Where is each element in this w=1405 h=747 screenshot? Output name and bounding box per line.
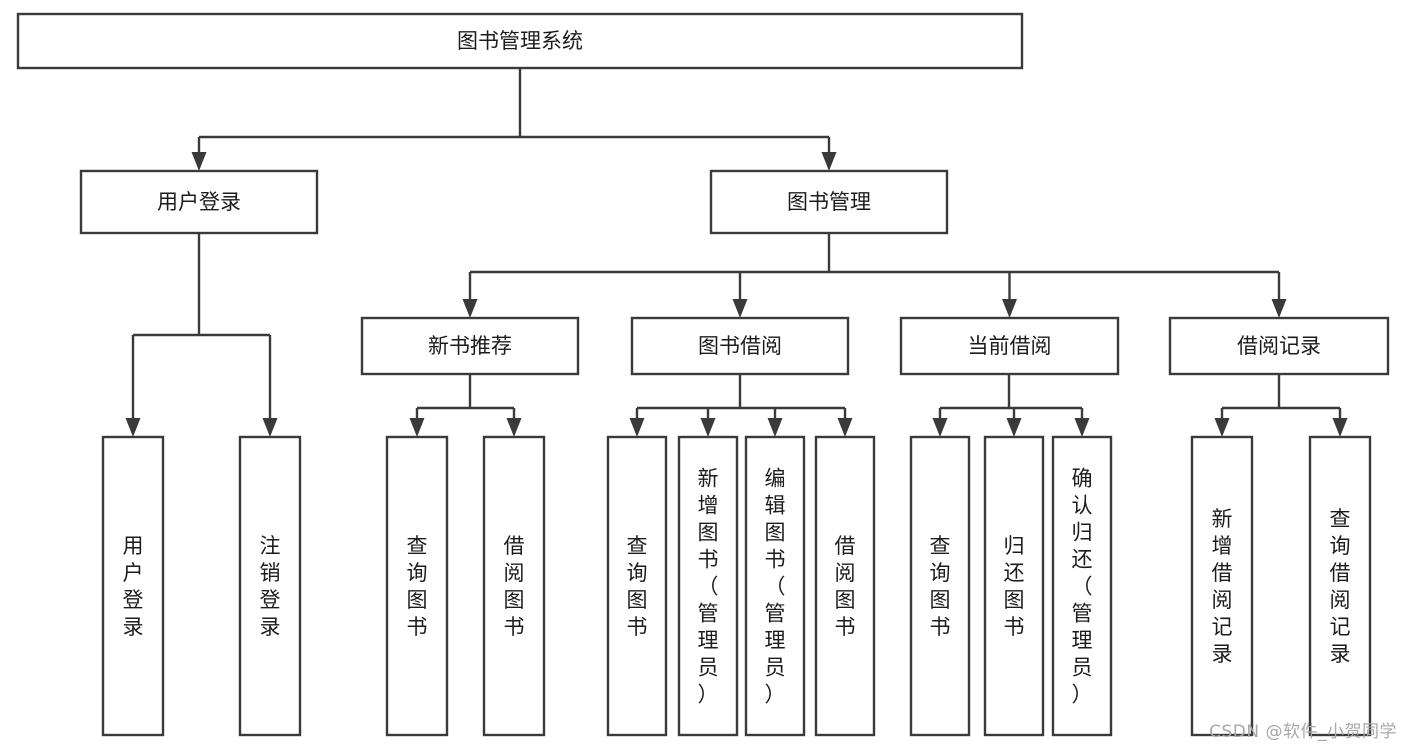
arrow-head-icon — [767, 418, 783, 437]
arrow-head-icon — [1074, 418, 1090, 437]
node-label-leaf-add-borrow-record: 新增借阅记录 — [1212, 507, 1233, 666]
node-label-leaf-user-login: 用户登录 — [123, 534, 144, 639]
node-label-leaf-query-book-bb: 查询图书 — [627, 534, 648, 639]
arrow-head-icon — [409, 418, 425, 437]
nodes-layer: 图书管理系统用户登录图书管理新书推荐图书借阅当前借阅借阅记录用户登录注销登录查询… — [16, 12, 1390, 737]
node-label-leaf-query-book-nbr: 查询图书 — [407, 534, 428, 639]
node-current-borrow[interactable]: 当前借阅 — [899, 316, 1120, 376]
arrow-head-icon — [700, 418, 716, 437]
connector-group-root — [191, 68, 837, 171]
node-label-leaf-borrow-book-bb: 借阅图书 — [835, 534, 856, 639]
node-box-book-management — [709, 169, 949, 235]
node-label-leaf-edit-book-admin: 编辑图书（管理员） — [765, 467, 786, 707]
node-box-user-login — [79, 169, 319, 235]
node-book-borrow[interactable]: 图书借阅 — [630, 316, 850, 376]
node-box-leaf-add-book-admin — [677, 435, 739, 737]
arrow-head-icon — [837, 418, 853, 437]
node-box-undefined — [16, 12, 1024, 70]
node-leaf-query-book-nbr[interactable]: 查询图书 — [385, 435, 449, 737]
node-box-leaf-query-book-nbr — [385, 435, 449, 737]
node-label-undefined: 图书管理系统 — [457, 29, 583, 53]
node-label-leaf-logout: 注销登录 — [260, 534, 281, 639]
node-label-leaf-borrow-book-nbr: 借阅图书 — [504, 534, 525, 639]
node-label-book-management: 图书管理 — [787, 190, 871, 214]
node-leaf-confirm-return-admin[interactable]: 确认归还（管理员） — [1051, 435, 1113, 737]
arrow-head-icon — [1006, 418, 1022, 437]
connector-group-book-borrow — [629, 374, 853, 437]
node-leaf-return-book[interactable]: 归还图书 — [983, 435, 1045, 737]
node-label-leaf-return-book: 归还图书 — [1004, 534, 1025, 639]
node-box-leaf-return-book — [983, 435, 1045, 737]
arrow-head-icon — [1271, 299, 1287, 318]
node-new-book-recommend[interactable]: 新书推荐 — [360, 316, 580, 376]
node-leaf-query-book-cb[interactable]: 查询图书 — [909, 435, 971, 737]
arrow-head-icon — [262, 418, 278, 437]
node-label-leaf-query-borrow-record: 查询借阅记录 — [1330, 507, 1351, 666]
node-borrow-record[interactable]: 借阅记录 — [1168, 316, 1390, 376]
node-box-leaf-borrow-book-bb — [814, 435, 876, 737]
node-leaf-logout[interactable]: 注销登录 — [238, 435, 302, 737]
arrow-head-icon — [125, 418, 141, 437]
arrow-head-icon — [932, 418, 948, 437]
node-label-new-book-recommend: 新书推荐 — [428, 334, 512, 358]
arrow-head-icon — [732, 299, 748, 318]
node-label-leaf-confirm-return-admin: 确认归还（管理员） — [1072, 467, 1093, 707]
node-leaf-user-login[interactable]: 用户登录 — [101, 435, 165, 737]
node-leaf-edit-book-admin[interactable]: 编辑图书（管理员） — [744, 435, 806, 737]
node-box-leaf-add-borrow-record — [1190, 435, 1254, 737]
node-box-leaf-edit-book-admin — [744, 435, 806, 737]
arrow-head-icon — [462, 299, 478, 318]
node-leaf-borrow-book-nbr[interactable]: 借阅图书 — [482, 435, 546, 737]
node-box-book-borrow — [630, 316, 850, 376]
node-leaf-query-book-bb[interactable]: 查询图书 — [606, 435, 668, 737]
node-label-user-login: 用户登录 — [157, 190, 241, 214]
node-box-leaf-logout — [238, 435, 302, 737]
arrow-head-icon — [1332, 418, 1348, 437]
node-box-new-book-recommend — [360, 316, 580, 376]
node-label-leaf-query-book-cb: 查询图书 — [930, 534, 951, 639]
node-box-leaf-query-book-bb — [606, 435, 668, 737]
connectors-layer — [125, 68, 1348, 437]
connector-group-current-borrow — [932, 374, 1090, 437]
arrow-head-icon — [821, 152, 837, 171]
node-box-leaf-query-book-cb — [909, 435, 971, 737]
connector-group-user-login — [125, 233, 278, 437]
node-box-leaf-user-login — [101, 435, 165, 737]
connector-group-borrow-record — [1214, 374, 1348, 437]
arrow-head-icon — [1214, 418, 1230, 437]
connector-group-new-book-recommend — [409, 374, 522, 437]
node-box-leaf-confirm-return-admin — [1051, 435, 1113, 737]
node-label-borrow-record: 借阅记录 — [1237, 334, 1321, 358]
node-label-current-borrow: 当前借阅 — [968, 334, 1052, 358]
arrow-head-icon — [629, 418, 645, 437]
node-leaf-borrow-book-bb[interactable]: 借阅图书 — [814, 435, 876, 737]
node-box-leaf-borrow-book-nbr — [482, 435, 546, 737]
arrow-head-icon — [191, 152, 207, 171]
arrow-head-icon — [506, 418, 522, 437]
node-label-leaf-add-book-admin: 新增图书（管理员） — [698, 467, 719, 707]
node-user-login[interactable]: 用户登录 — [79, 169, 319, 235]
node-book-management[interactable]: 图书管理 — [709, 169, 949, 235]
node-label-book-borrow: 图书借阅 — [698, 334, 782, 358]
node-box-current-borrow — [899, 316, 1120, 376]
node-undefined[interactable]: 图书管理系统 — [16, 12, 1024, 70]
arrow-head-icon — [1002, 299, 1017, 318]
node-leaf-add-book-admin[interactable]: 新增图书（管理员） — [677, 435, 739, 737]
node-leaf-query-borrow-record[interactable]: 查询借阅记录 — [1308, 435, 1372, 737]
node-box-leaf-query-borrow-record — [1308, 435, 1372, 737]
node-leaf-add-borrow-record[interactable]: 新增借阅记录 — [1190, 435, 1254, 737]
node-box-borrow-record — [1168, 316, 1390, 376]
connector-group-book-management — [462, 233, 1287, 318]
